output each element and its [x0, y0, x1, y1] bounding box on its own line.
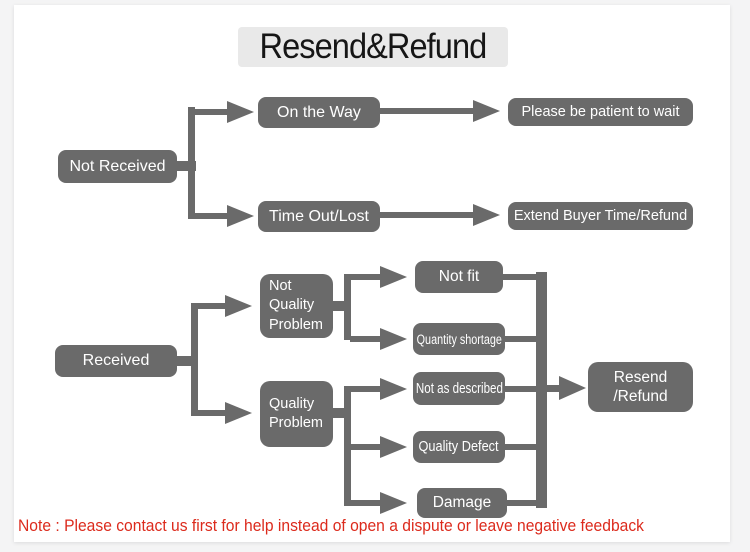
connector-to-resend-refund [547, 385, 561, 392]
arrowhead-to-time-out [227, 205, 254, 227]
arrowhead-to-quality-problem [225, 402, 252, 424]
connector-nqp-stub [332, 301, 348, 311]
node-label: Please be patient to wait [521, 104, 680, 120]
node-label: Not Received [69, 157, 166, 175]
collector-segment-damage [504, 500, 538, 506]
node-label: Time Out/Lost [269, 207, 369, 225]
arrowhead-to-not-as-described [380, 378, 407, 400]
collector-segment-quality-defect [502, 444, 538, 450]
node-not-received: Not Received [58, 150, 177, 183]
arrowhead-to-not-fit [380, 266, 407, 288]
collector-segment-not-fit [502, 274, 538, 280]
page-title: Resend&Refund [238, 27, 508, 67]
connector-to-extend-refund [380, 212, 474, 218]
white-sheet-background [14, 5, 730, 542]
connector-to-on-the-way [194, 109, 227, 115]
node-label-line2: /Refund [613, 388, 668, 405]
node-label: Extend Buyer Time/Refund [513, 208, 688, 224]
node-damage: Damage [417, 488, 507, 518]
arrowhead-to-not-quality-problem [225, 295, 252, 317]
arrowhead-to-on-the-way [227, 101, 254, 123]
node-label: Damage [432, 494, 492, 511]
connector-to-not-quality-problem [197, 303, 225, 309]
arrowhead-to-damage [380, 492, 407, 514]
node-label: Not as described [415, 380, 503, 397]
connector-to-quality-problem [197, 410, 225, 416]
collector-segment-quantity-shortage [502, 336, 538, 342]
node-label: Not fit [438, 268, 480, 285]
connector-to-time-out [194, 213, 227, 219]
collector-segment-not-as-described [502, 386, 538, 392]
node-label: Quantity shortage [416, 331, 502, 347]
node-label: Not Quality Problem [269, 278, 323, 333]
arrowhead-to-quality-defect [380, 436, 407, 458]
connector-nqp-split [344, 274, 351, 340]
node-quantity-shortage: Quantity shortage [413, 323, 505, 355]
arrowhead-to-extend-refund [473, 204, 500, 226]
arrowhead-to-please-wait [473, 100, 500, 122]
node-please-be-patient: Please be patient to wait [508, 98, 693, 126]
node-not-quality-problem: Not Quality Problem [260, 274, 333, 338]
arrowhead-to-quantity-shortage [380, 328, 407, 350]
node-quality-defect: Quality Defect [413, 431, 505, 463]
connector-received-stub [177, 356, 197, 366]
node-label: Quality Problem [269, 395, 323, 431]
connector-received-split [191, 303, 198, 416]
node-time-out-lost: Time Out/Lost [258, 201, 380, 232]
connector-to-not-fit [350, 274, 380, 280]
connector-qp-split [344, 386, 351, 506]
connector-to-damage [350, 500, 380, 506]
collector-vertical-line [536, 272, 547, 508]
node-label: Received [82, 352, 150, 369]
note-text: Note : Please contact us first for help … [18, 516, 645, 535]
connector-to-quality-defect [350, 444, 380, 450]
node-label: On the Way [277, 103, 361, 121]
connector-to-quantity-shortage [350, 336, 380, 342]
node-received: Received [55, 345, 177, 377]
connector-not-received-stub [177, 161, 196, 171]
node-on-the-way: On the Way [258, 97, 380, 128]
node-quality-problem: Quality Problem [260, 381, 333, 447]
connector-to-not-as-described [350, 386, 380, 392]
node-label-line1: Resend [613, 368, 668, 386]
connector-not-received-split [188, 107, 195, 219]
page-title-text: Resend&Refund [259, 27, 488, 66]
connector-to-please-wait [380, 108, 474, 114]
node-not-as-described: Not as described [413, 372, 505, 405]
node-label: Quality Defect [418, 439, 500, 455]
arrowhead-to-resend-refund [559, 376, 586, 400]
node-resend-refund: Resend /Refund [588, 362, 693, 412]
node-extend-buyer-time-refund: Extend Buyer Time/Refund [508, 202, 693, 230]
node-not-fit: Not fit [415, 261, 503, 293]
connector-qp-stub [332, 408, 348, 418]
